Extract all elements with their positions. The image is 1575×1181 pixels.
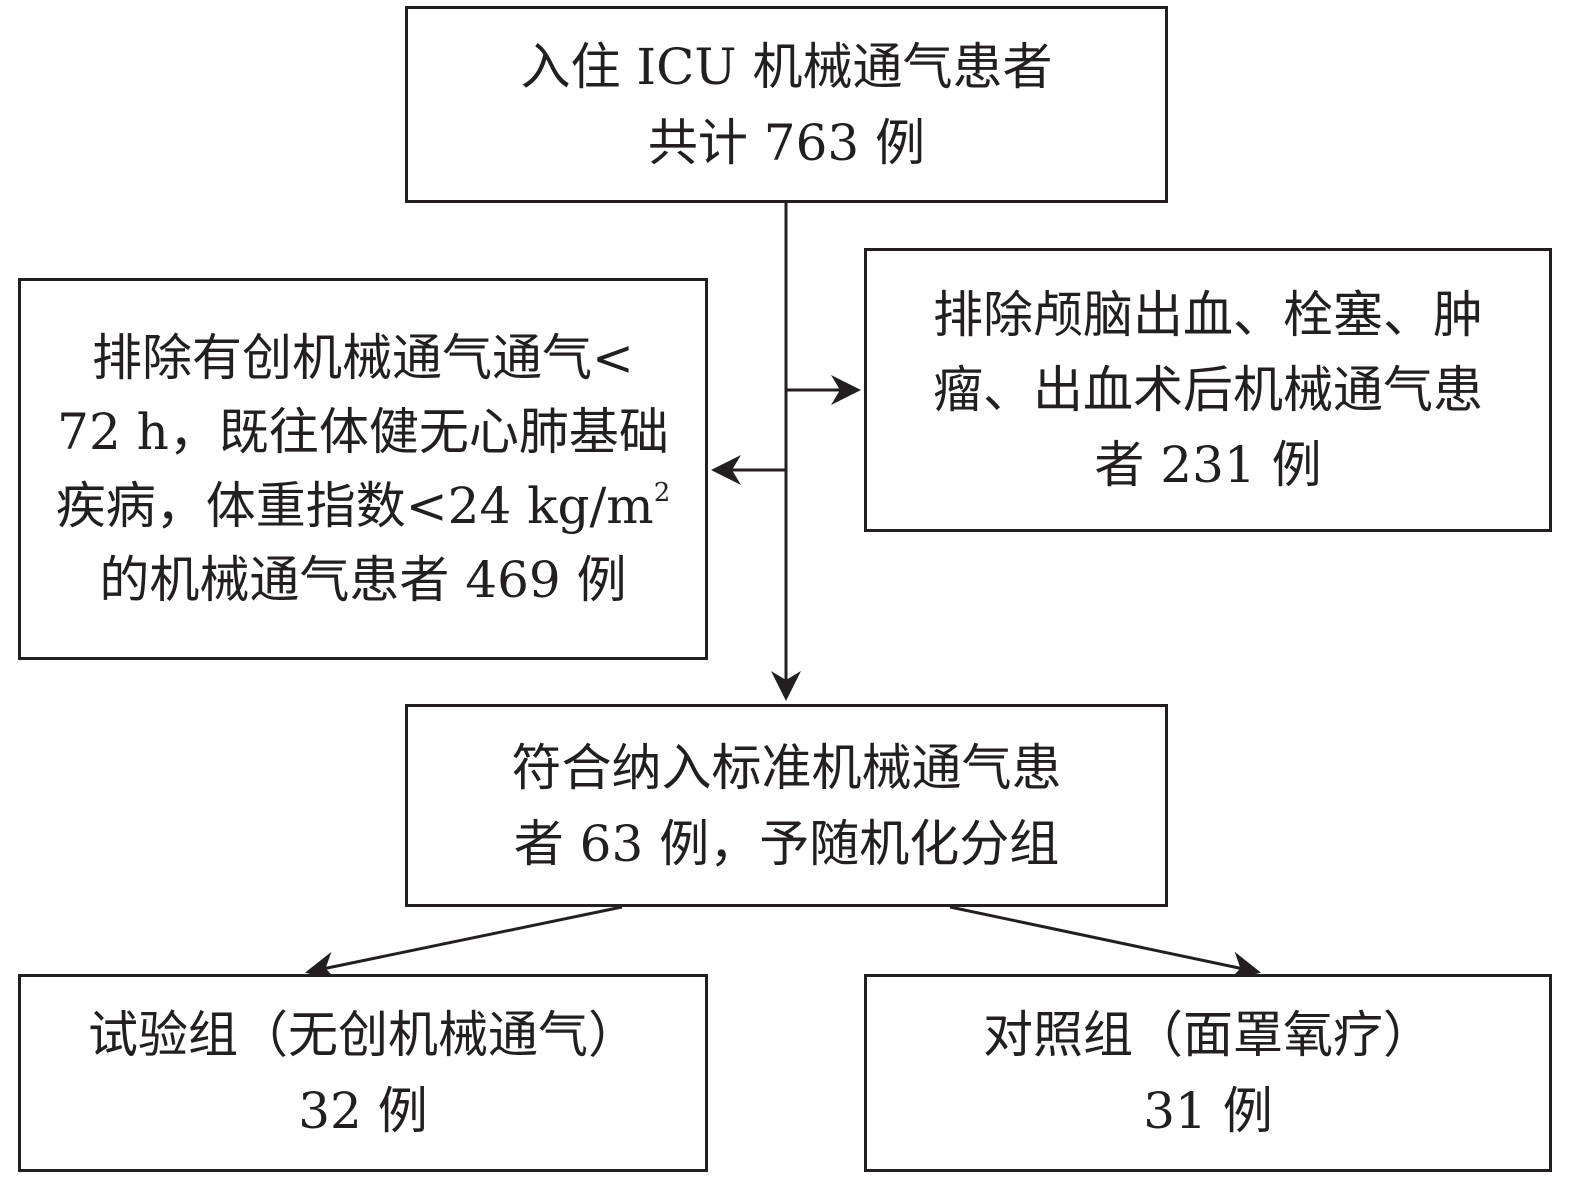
node-exclude-right-line-1: 排除颅脑出血、栓塞、肿 xyxy=(933,285,1483,344)
node-eligible: 符合纳入标准机械通气患 者 63 例，予随机化分组 xyxy=(405,704,1168,907)
node-exclude-left-line-3: 疾病，体重指数<24 kg/m xyxy=(55,477,654,535)
node-start: 入住 ICU 机械通气患者 共计 763 例 xyxy=(405,6,1168,203)
node-eligible-line-1: 符合纳入标准机械通气患 xyxy=(511,738,1062,797)
node-exclude-left-line-2: 72 h，既往体健无心肺基础 xyxy=(57,403,669,461)
node-trial-line-1: 试验组（无创机械通气） xyxy=(88,1006,638,1064)
edge-eligible-to-control xyxy=(949,905,1261,982)
node-control-line-1: 对照组（面罩氧疗） xyxy=(983,1006,1433,1064)
node-start-line-1: 入住 ICU 机械通气患者 xyxy=(520,37,1053,96)
node-eligible-line-2: 者 63 例，予随机化分组 xyxy=(513,814,1060,873)
edge-eligible-to-trial xyxy=(305,905,623,982)
node-start-line-2: 共计 763 例 xyxy=(647,113,926,172)
node-exclude-right: 排除颅脑出血、栓塞、肿 瘤、出血术后机械通气患 者 231 例 xyxy=(864,248,1552,532)
node-control-group: 对照组（面罩氧疗） 31 例 xyxy=(864,974,1552,1172)
node-exclude-left: 排除有创机械通气通气< 72 h，既往体健无心肺基础 疾病，体重指数<24 kg… xyxy=(18,278,708,660)
node-exclude-left-line-4: 的机械通气患者 469 例 xyxy=(99,551,627,609)
node-exclude-left-line-1: 排除有创机械通气通气< xyxy=(92,329,634,387)
node-trial-line-2: 32 例 xyxy=(298,1082,428,1140)
node-exclude-right-line-2: 瘤、出血术后机械通气患 xyxy=(933,360,1483,419)
node-exclude-right-line-3: 者 231 例 xyxy=(1094,435,1322,494)
node-exclude-left-line-3-wrap: 疾病，体重指数<24 kg/m2 xyxy=(56,469,671,543)
node-control-line-2: 31 例 xyxy=(1143,1082,1273,1140)
unit-superscript: 2 xyxy=(653,478,671,508)
node-trial-group: 试验组（无创机械通气） 32 例 xyxy=(18,974,708,1172)
